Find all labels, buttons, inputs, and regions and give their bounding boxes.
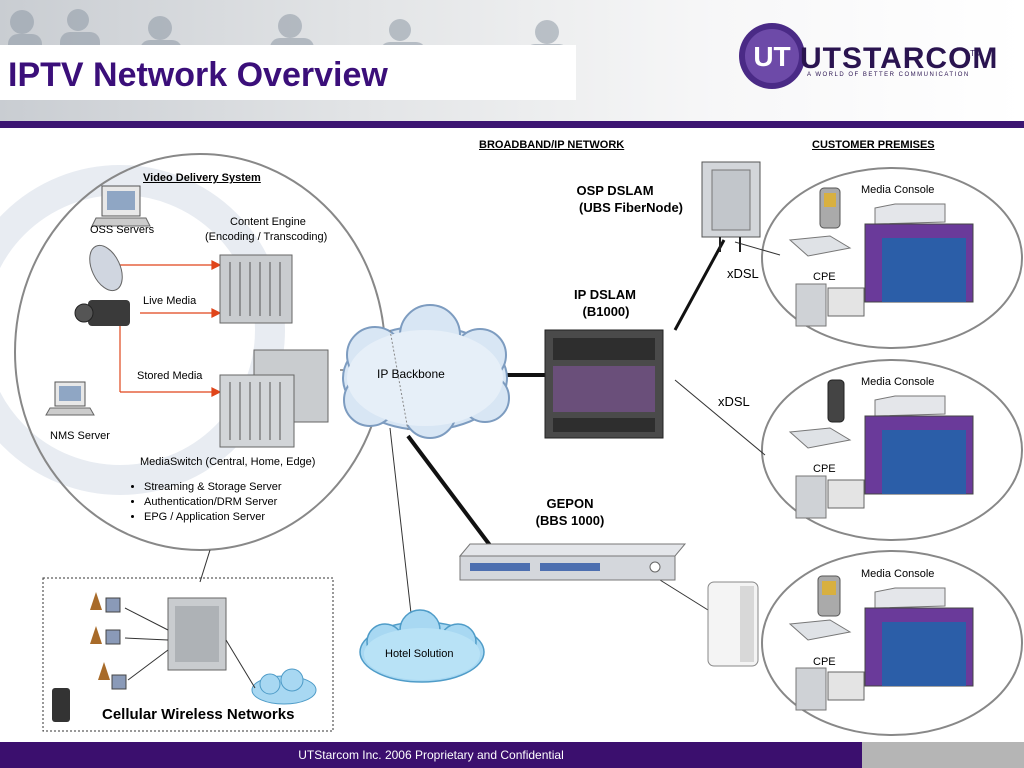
mediaswitch-bullets: Streaming & Storage Server Authenticatio… — [130, 480, 282, 525]
osp-dslam-label: OSP DSLAM — [576, 183, 654, 198]
footer-accent — [862, 742, 1024, 768]
background-swirl — [0, 165, 285, 495]
broadband-heading: BROADBAND/IP NETWORK — [479, 139, 625, 151]
premise-devices-1 — [788, 187, 974, 327]
oss-servers-label: OSS Servers — [90, 224, 155, 236]
page-title: IPTV Network Overview — [8, 56, 388, 94]
cpe-label-2: CPE — [813, 463, 836, 475]
ont-device — [707, 581, 759, 667]
xdsl-label-2: xDSL — [718, 394, 750, 409]
bullet-item: Streaming & Storage Server — [144, 480, 282, 495]
nms-server-icon — [45, 381, 95, 416]
media-console-label-1: Media Console — [861, 184, 935, 196]
cellular-equipment — [52, 592, 256, 722]
content-engine-rack — [219, 254, 293, 324]
gepon-device — [458, 543, 687, 581]
satellite-camera-icon — [74, 244, 130, 326]
bullet-item: EPG / Application Server — [144, 510, 282, 525]
cpe-label-3: CPE — [813, 656, 836, 668]
osp-dslam-device — [701, 161, 761, 252]
media-console-label-2: Media Console — [861, 376, 935, 388]
gepon-label: GEPON — [546, 496, 594, 511]
customer-premises-heading: CUSTOMER PREMISES — [812, 139, 935, 151]
cellular-networks-label: Cellular Wireless Networks — [102, 706, 295, 723]
ip-dslam-label: IP DSLAM — [574, 287, 636, 302]
logo-text: UTSTARCOM — [800, 42, 999, 75]
media-console-label-3: Media Console — [861, 568, 935, 580]
content-engine-label: Content Engine — [230, 216, 306, 228]
link-gepon-ont — [659, 579, 709, 611]
link-osp-premise — [734, 241, 781, 256]
svg-text:UT: UT — [753, 41, 790, 72]
cpe-label-1: CPE — [813, 271, 836, 283]
footer-bar — [0, 742, 862, 768]
live-media-label: Live Media — [143, 295, 197, 307]
ip-backbone-label: IP Backbone — [377, 367, 445, 381]
stored-media-label: Stored Media — [137, 370, 203, 382]
link-backbone-hotel — [389, 427, 413, 623]
content-engine-sub-label: (Encoding / Transcoding) — [205, 231, 328, 243]
osp-dslam-sub-label: (UBS FiberNode) — [579, 200, 683, 215]
oss-server-icon — [91, 185, 151, 227]
hotel-solution-label: Hotel Solution — [385, 648, 454, 660]
logo-tagline: A WORLD OF BETTER COMMUNICATION — [807, 72, 970, 78]
xdsl-label-1: xDSL — [727, 266, 759, 281]
title-box — [0, 45, 576, 100]
premise-devices-2 — [788, 379, 974, 519]
bullet-item: Authentication/DRM Server — [144, 495, 282, 510]
ip-dslam-sub-label: (B1000) — [582, 304, 630, 319]
gepon-sub-label: (BBS 1000) — [535, 513, 605, 528]
ip-dslam-device — [544, 329, 664, 439]
link-cellular — [199, 549, 211, 583]
video-delivery-heading: Video Delivery System — [143, 172, 261, 184]
mediaswitch-label: MediaSwitch (Central, Home, Edge) — [140, 456, 316, 468]
link-dslam-premise — [674, 379, 766, 456]
cellular-box — [42, 577, 334, 732]
mediaswitch-racks — [219, 349, 329, 448]
link-backbone-gepon — [406, 434, 494, 550]
header-divider — [0, 121, 1024, 128]
logo-tm: TM — [970, 49, 982, 58]
nms-server-label: NMS Server — [50, 430, 110, 442]
link-dslam-osp — [673, 239, 726, 331]
footer-text: UTStarcom Inc. 2006 Proprietary and Conf… — [298, 748, 564, 762]
premise-devices-3 — [788, 575, 974, 711]
